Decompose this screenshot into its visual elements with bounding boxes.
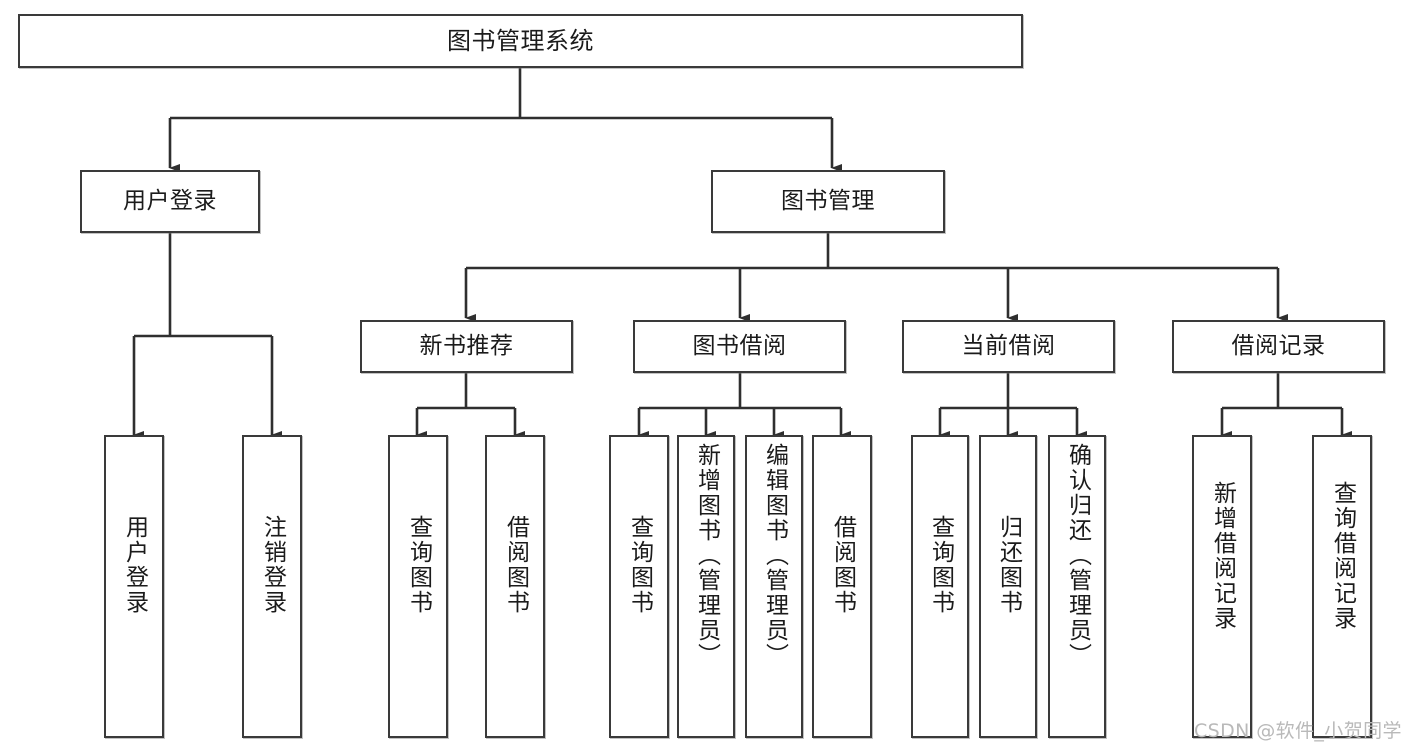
node-label: 查询图书 xyxy=(405,515,432,615)
leaf-user-login[interactable]: 用户登录 xyxy=(104,435,164,738)
leaf-query-borrow-record[interactable]: 查询借阅记录 xyxy=(1312,435,1372,738)
leaf-return-book[interactable]: 归还图书 xyxy=(979,435,1037,738)
leaf-borrow-book-2[interactable]: 借阅图书 xyxy=(812,435,872,738)
node-label: 查询图书 xyxy=(927,515,954,615)
node-label: 新增借阅记录 xyxy=(1209,481,1236,631)
csdn-watermark: CSDN @软件_小贺同学 xyxy=(1194,720,1402,742)
node-label: 查询借阅记录 xyxy=(1329,481,1356,631)
leaf-confirm-return[interactable]: 确认归还（管理员） xyxy=(1048,435,1106,738)
node-root-system[interactable]: 图书管理系统 xyxy=(18,14,1023,68)
leaf-edit-book[interactable]: 编辑图书（管理员） xyxy=(745,435,803,738)
node-book-management[interactable]: 图书管理 xyxy=(711,170,945,233)
node-label: 图书借阅 xyxy=(692,332,787,359)
node-label: 新书推荐 xyxy=(419,332,514,359)
node-label: 当前借阅 xyxy=(961,332,1056,359)
leaf-borrow-book-1[interactable]: 借阅图书 xyxy=(485,435,545,738)
node-borrow-record[interactable]: 借阅记录 xyxy=(1172,320,1385,373)
leaf-add-book[interactable]: 新增图书（管理员） xyxy=(677,435,735,738)
node-label: 注销登录 xyxy=(259,515,286,615)
node-label: 用户登录 xyxy=(121,515,148,615)
leaf-query-book-2[interactable]: 查询图书 xyxy=(609,435,669,738)
leaf-add-borrow-record[interactable]: 新增借阅记录 xyxy=(1192,435,1252,738)
leaf-query-book-3[interactable]: 查询图书 xyxy=(911,435,969,738)
node-label: 查询图书 xyxy=(626,515,653,615)
node-label: 借阅记录 xyxy=(1231,332,1326,359)
node-label: 归还图书 xyxy=(995,515,1022,615)
node-label: 新增图书（管理员） xyxy=(693,443,720,668)
node-label: 图书管理 xyxy=(781,187,875,214)
node-user-login[interactable]: 用户登录 xyxy=(80,170,260,233)
node-new-book-recommend[interactable]: 新书推荐 xyxy=(360,320,573,373)
node-label: 确认归还（管理员） xyxy=(1064,443,1091,668)
node-label: 图书管理系统 xyxy=(447,26,594,55)
node-label: 借阅图书 xyxy=(502,515,529,615)
leaf-logout-login[interactable]: 注销登录 xyxy=(242,435,302,738)
node-label: 编辑图书（管理员） xyxy=(761,443,788,668)
node-current-borrow[interactable]: 当前借阅 xyxy=(902,320,1115,373)
node-book-borrow[interactable]: 图书借阅 xyxy=(633,320,846,373)
node-label: 用户登录 xyxy=(123,187,217,214)
leaf-query-book-1[interactable]: 查询图书 xyxy=(388,435,448,738)
node-label: 借阅图书 xyxy=(829,515,856,615)
